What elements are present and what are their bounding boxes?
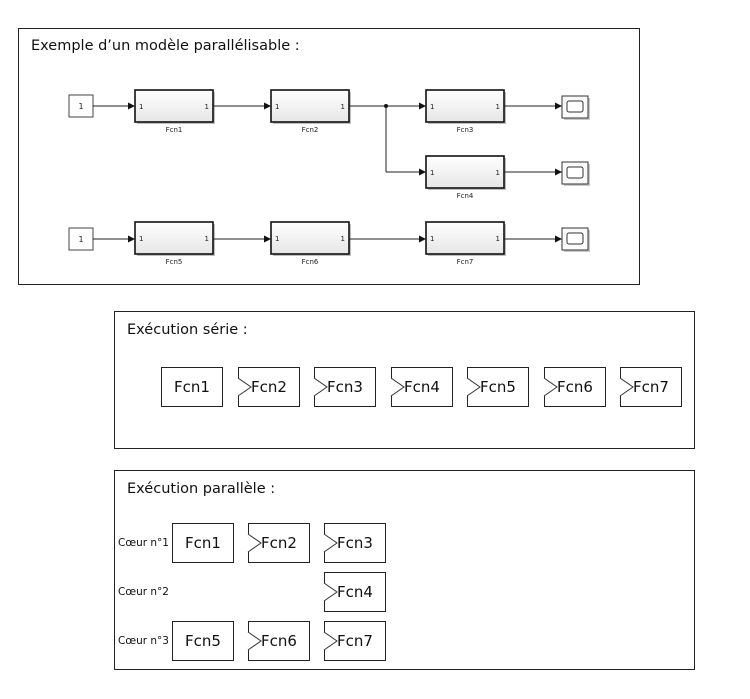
flow-arrow-icon (323, 582, 338, 602)
fcn-block (134, 89, 214, 123)
core-label: Cœur n°1 (118, 537, 169, 549)
input-port-label: 1 (430, 103, 434, 111)
flow-arrow-icon (237, 377, 252, 397)
constant-value: 1 (78, 235, 83, 244)
execution-box: Fcn1 (172, 523, 234, 563)
input-port-label: 1 (275, 235, 279, 243)
fcn-block (270, 221, 350, 255)
fcn-block (425, 89, 505, 123)
input-port-label: 1 (139, 235, 143, 243)
output-port-label: 1 (205, 235, 209, 243)
output-port-label: 1 (205, 103, 209, 111)
flow-arrow-icon (466, 377, 481, 397)
input-port-label: 1 (275, 103, 279, 111)
input-port-label: 1 (430, 235, 434, 243)
flow-arrow-icon (247, 533, 262, 553)
constant-value: 1 (78, 102, 83, 111)
block-name: Fcn6 (302, 258, 319, 266)
flow-arrow-icon (313, 377, 328, 397)
output-port-label: 1 (496, 103, 500, 111)
output-port-label: 1 (496, 169, 500, 177)
block-name: Fcn4 (457, 192, 474, 200)
core-label: Cœur n°3 (118, 635, 169, 647)
block-name: Fcn1 (166, 126, 183, 134)
scope-screen-icon (566, 166, 584, 179)
scope-screen-icon (566, 100, 584, 113)
flow-arrow-icon (543, 377, 558, 397)
execution-box: Fcn1 (161, 367, 223, 407)
output-port-label: 1 (496, 235, 500, 243)
block-name: Fcn7 (457, 258, 474, 266)
fcn-block (425, 155, 505, 189)
core-label: Cœur n°2 (118, 586, 169, 598)
output-port-label: 1 (341, 235, 345, 243)
fcn-block (270, 89, 350, 123)
fcn-block (134, 221, 214, 255)
flow-arrow-icon (619, 377, 634, 397)
scope-screen-icon (566, 232, 584, 245)
block-name: Fcn2 (302, 126, 319, 134)
flow-arrow-icon (390, 377, 405, 397)
model-title: Exemple d’un modèle parallélisable : (31, 38, 300, 54)
fcn-block (425, 221, 505, 255)
input-port-label: 1 (139, 103, 143, 111)
flow-arrow-icon (323, 533, 338, 553)
execution-box: Fcn5 (172, 621, 234, 661)
serie-title: Exécution série : (127, 322, 248, 338)
flow-arrow-icon (323, 631, 338, 651)
parallele-title: Exécution parallèle : (127, 481, 276, 497)
flow-arrow-icon (247, 631, 262, 651)
block-name: Fcn3 (457, 126, 474, 134)
block-name: Fcn5 (166, 258, 183, 266)
input-port-label: 1 (430, 169, 434, 177)
execution-box: Fcn3 (314, 367, 376, 407)
output-port-label: 1 (341, 103, 345, 111)
